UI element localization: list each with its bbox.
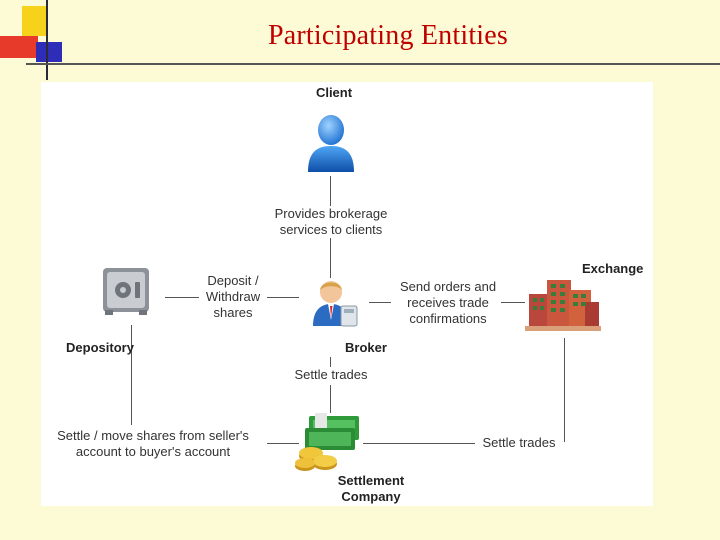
connector-deposit-broker [267, 297, 299, 298]
connector-broker-settle-bottom [330, 385, 331, 413]
connector-orders-exchange [501, 302, 525, 303]
corner-blue-square [36, 42, 62, 62]
broker-icon [307, 276, 361, 333]
exchange-label: Exchange [582, 261, 644, 276]
buildings-icon [525, 276, 601, 337]
person-icon [305, 112, 357, 179]
corner-dark-hline [26, 63, 720, 65]
edge-label-broker-settlement: Settle trades [294, 367, 368, 382]
edge-label-broker-exchange: Send orders and receives trade confirmat… [399, 279, 497, 326]
connector-settlement-exchange [363, 443, 475, 444]
edge-label-depository-broker: Deposit / Withdraw shares [205, 273, 261, 320]
connector-settle-move-settlement [267, 443, 299, 444]
corner-red-square [0, 36, 38, 58]
connector-depository-down [131, 325, 132, 425]
settlement-label: Settlement Company [337, 473, 405, 504]
broker-label: Broker [345, 340, 387, 355]
corner-dark-vline [46, 0, 48, 80]
client-label: Client [315, 85, 353, 100]
vault-icon [97, 264, 157, 323]
edge-label-depository-settlement: Settle / move shares from seller's accou… [57, 428, 249, 459]
slide-title: Participating Entities [267, 20, 509, 51]
money-coins-icon [295, 412, 367, 477]
connector-exchange-down [564, 338, 565, 442]
depository-label: Depository [66, 340, 134, 355]
connector-broker-orders [369, 302, 391, 303]
connector-client-broker-top [330, 176, 331, 206]
connector-broker-settle-top [330, 357, 331, 367]
edge-label-client-broker: Provides brokerage services to clients [274, 206, 388, 237]
connector-depository-deposit [165, 297, 199, 298]
corner-yellow-square [22, 6, 46, 36]
edge-label-exchange-settlement: Settle trades [482, 435, 556, 450]
connector-client-broker-bottom [330, 238, 331, 278]
diagram-panel: Client Provides brokerage services to cl… [41, 82, 653, 506]
